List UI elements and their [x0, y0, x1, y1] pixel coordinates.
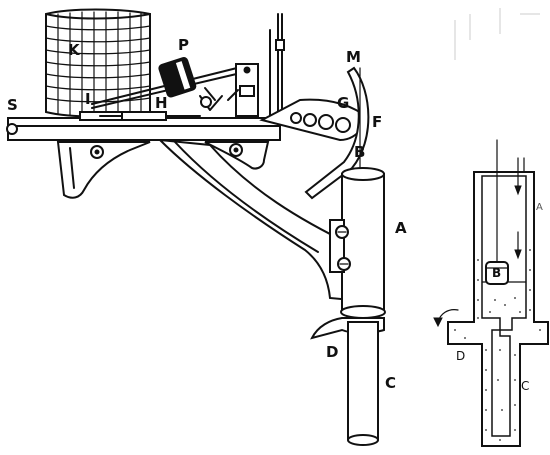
label-a: A	[395, 219, 407, 237]
cross-section-inset: A B D C	[433, 8, 549, 447]
inset-rotation-arrowhead	[433, 317, 443, 328]
quadrant-hole-3	[318, 114, 334, 130]
label-k: K	[68, 41, 81, 59]
faint-background-marks	[454, 8, 540, 60]
shelf-end-knob	[6, 123, 18, 135]
lower-pipe-bottom	[347, 434, 379, 446]
cylinder-a-top	[341, 167, 385, 181]
drum-chart-grid	[45, 11, 151, 117]
shelf-bracket-left-inner	[69, 147, 75, 189]
inset-liquid-stipple	[454, 249, 541, 441]
inset-label-d: D	[456, 349, 465, 363]
support-bracket-arm	[157, 138, 353, 302]
linkage-wheel	[200, 96, 212, 108]
label-g: G	[337, 94, 349, 112]
inset-label-c: C	[521, 379, 529, 393]
inset-inner-cavity	[481, 175, 527, 437]
label-m: M	[346, 48, 361, 66]
label-i: I	[85, 90, 91, 108]
float-cylinder-a	[340, 167, 386, 319]
upright-clamp	[275, 39, 285, 51]
shelf-base-plate	[7, 117, 281, 141]
quadrant-hole-1	[290, 112, 302, 124]
pulley-mechanism	[199, 63, 259, 117]
counterweight-highlight	[175, 61, 191, 90]
lower-pipe-c	[347, 321, 379, 446]
label-p: P	[178, 36, 189, 54]
shelf-bracket-left	[56, 141, 151, 199]
label-f: F	[372, 113, 382, 131]
inset-label-a: A	[536, 202, 543, 213]
shelf-bolt-left-center	[94, 149, 100, 155]
label-d: D	[326, 343, 338, 361]
inset-flow-arrowhead-2	[514, 249, 522, 260]
inset-label-b: B	[492, 266, 501, 280]
mechanism-pivot	[243, 66, 251, 74]
shelf-bolt-right-center	[233, 147, 239, 153]
drum-top-rim	[45, 13, 151, 20]
bracket-inner-curve	[174, 141, 319, 253]
label-c: C	[385, 374, 396, 392]
quadrant-hole-4	[335, 117, 351, 133]
arc-arm	[304, 66, 370, 200]
mechanism-plate	[239, 85, 255, 97]
label-s: S	[7, 96, 18, 114]
label-b: B	[354, 143, 365, 161]
cylinder-a-body	[341, 173, 385, 318]
label-h: H	[155, 94, 168, 112]
counterweight-p	[158, 56, 197, 98]
lower-pipe-body	[347, 321, 379, 446]
main-apparatus-drawing: K P M S I H G F B A D C	[6, 8, 407, 446]
pen-carriage	[121, 111, 167, 121]
inset-flow-arrowhead-1	[514, 185, 522, 196]
quadrant-hole-2	[303, 113, 317, 127]
cylinder-a-bottom-rim	[340, 305, 386, 319]
